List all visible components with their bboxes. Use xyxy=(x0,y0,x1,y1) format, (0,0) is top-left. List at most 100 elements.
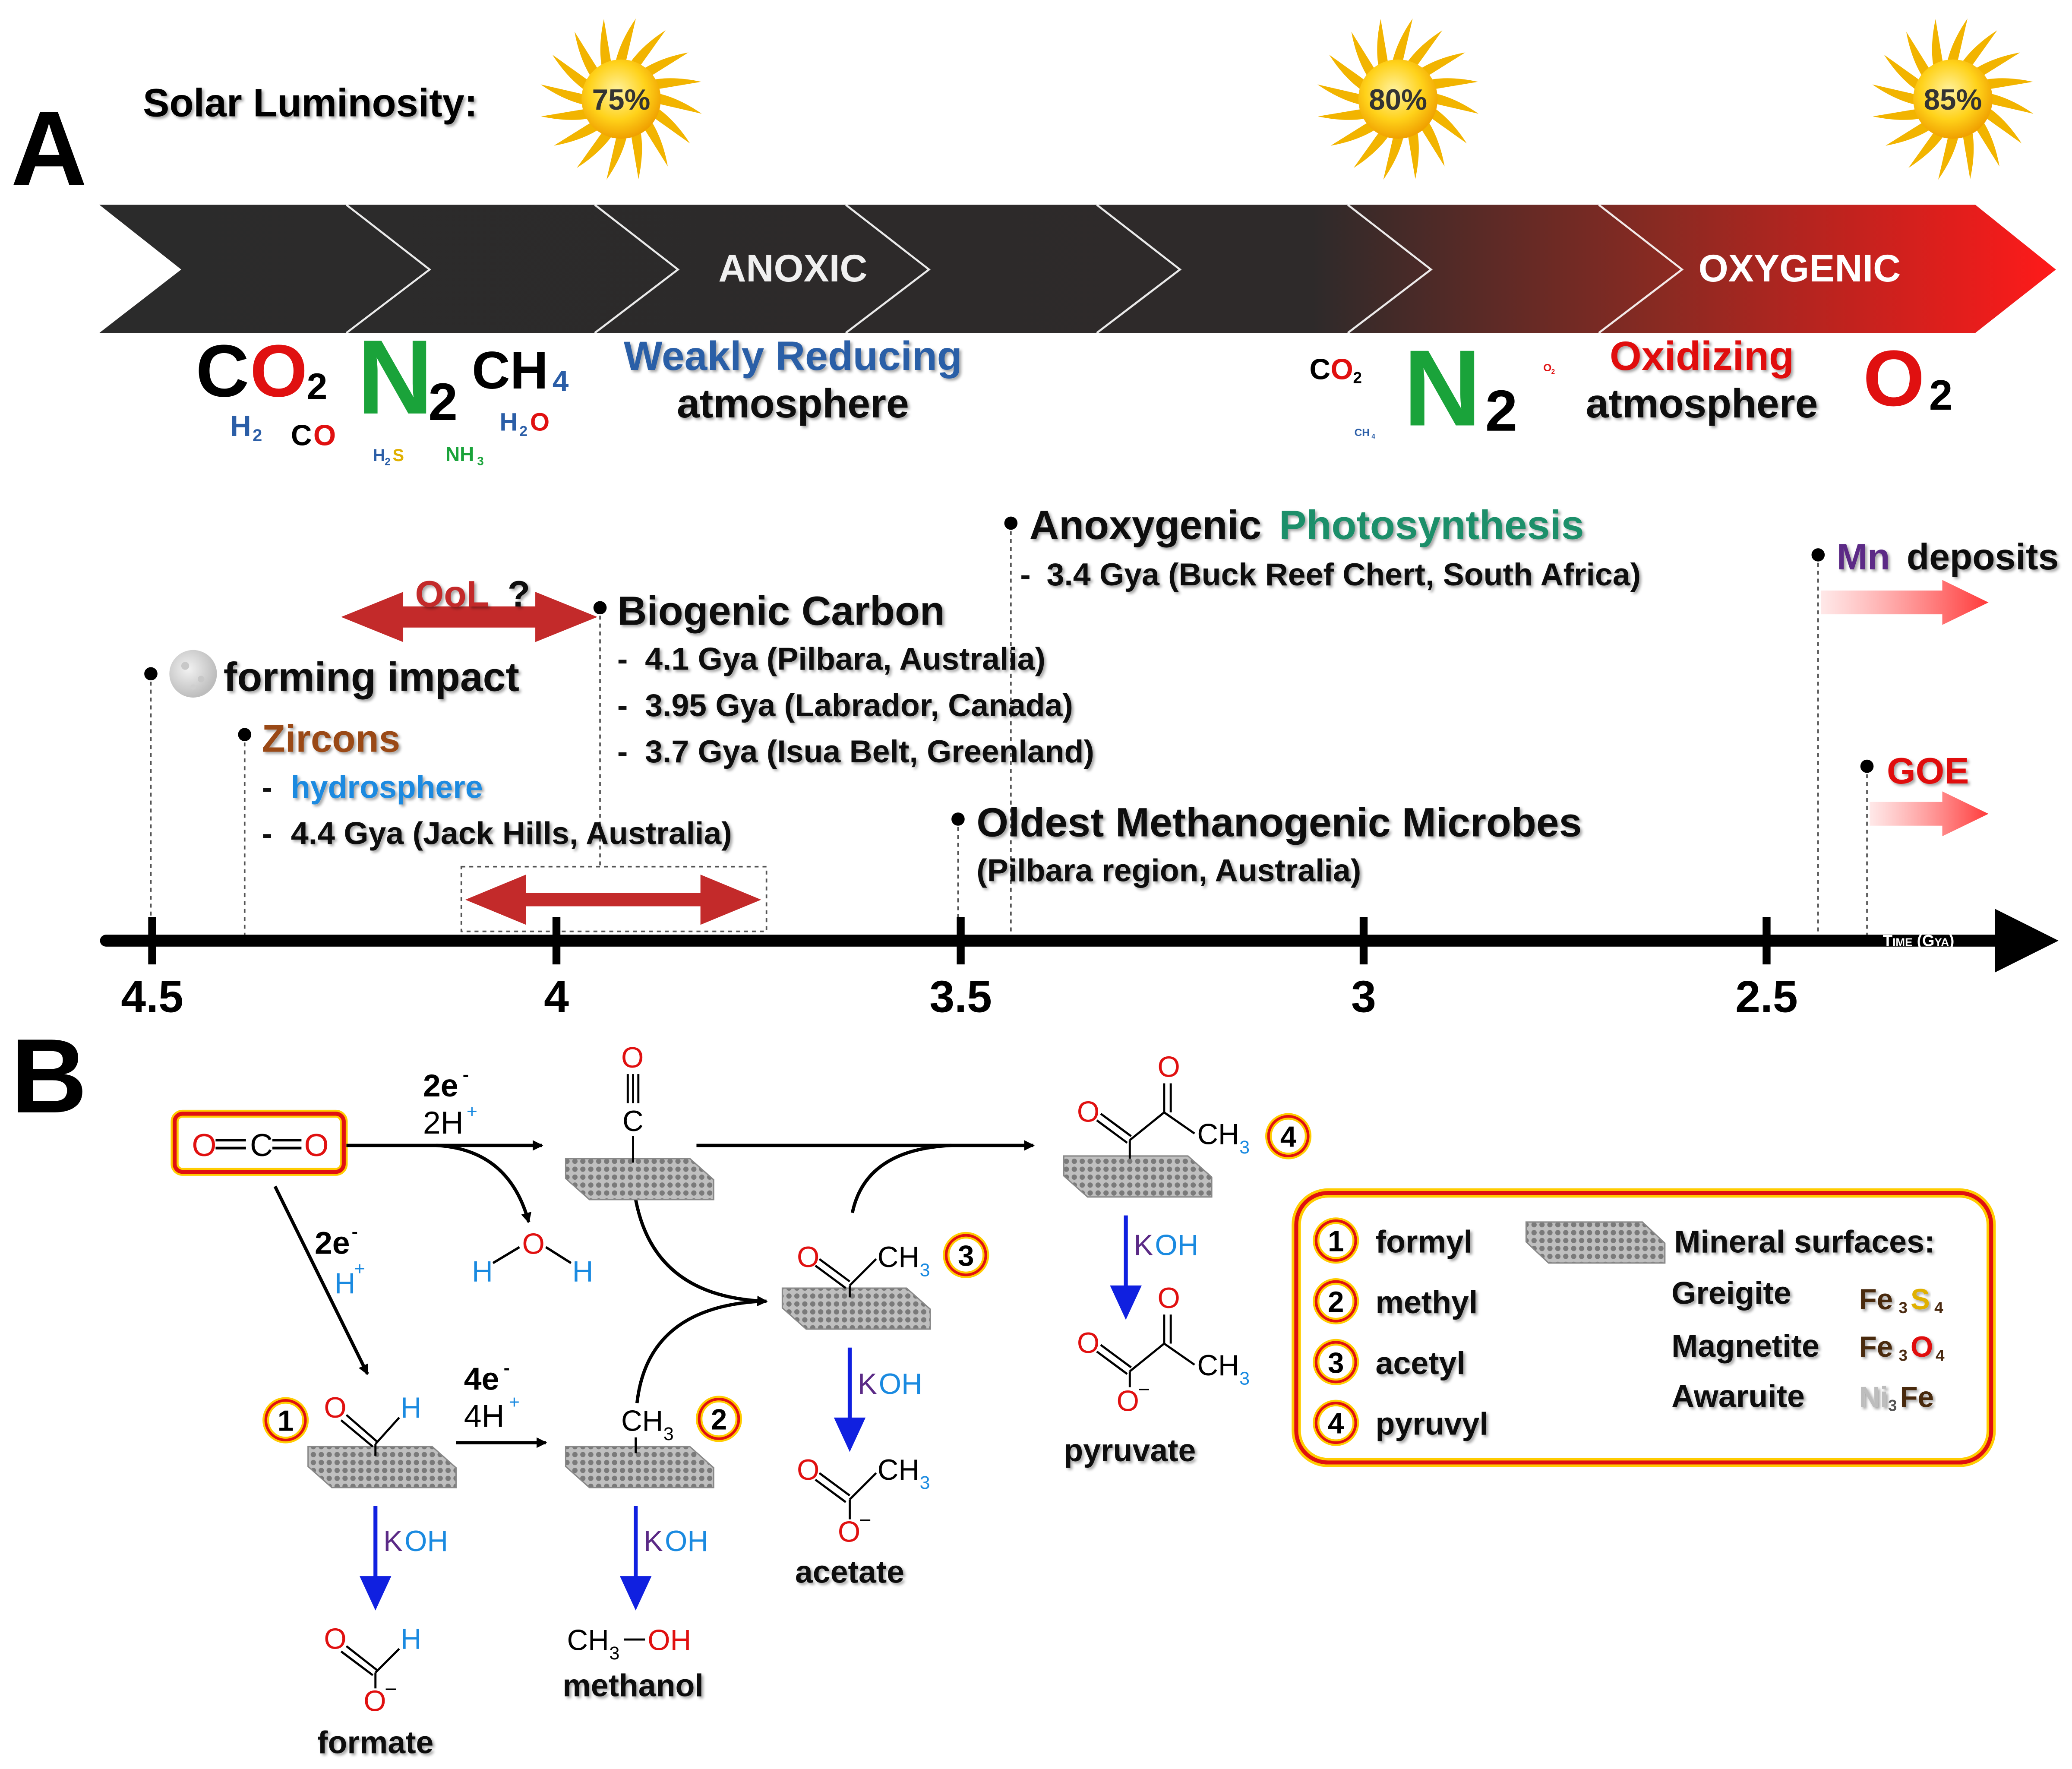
mineral-surface-acetyl xyxy=(781,1287,931,1330)
pyruvyl-sub: 3 xyxy=(1239,1137,1250,1158)
sun-ray xyxy=(645,123,668,167)
methanol-label: methanol xyxy=(562,1668,703,1703)
sun-ray xyxy=(1422,123,1445,167)
sun-ray xyxy=(1432,109,1467,144)
reagent-2e-b: 2e xyxy=(315,1225,350,1260)
sun-ray xyxy=(1977,52,2021,75)
sun-ray xyxy=(575,32,597,75)
pyruvate-ch: CH xyxy=(1197,1349,1239,1382)
methyl-sub: 3 xyxy=(663,1424,674,1444)
methanol-ch: CH xyxy=(567,1624,609,1657)
legend-acetyl: acetyl xyxy=(1376,1346,1466,1381)
biogenic-title: Biogenic Carbon xyxy=(617,588,945,634)
nh3-nh: NH xyxy=(445,443,474,465)
moon-icon xyxy=(169,650,217,698)
event-dots xyxy=(144,516,1874,826)
event-guide-lines xyxy=(150,523,1868,941)
awaruite-n1: 3 xyxy=(1888,1397,1897,1415)
ool-double-arrow xyxy=(341,592,597,642)
acetyl-ch: CH xyxy=(878,1241,919,1273)
goe-arrow xyxy=(1870,791,1989,837)
weakly-reducing-line1: Weakly Reducing xyxy=(624,333,962,379)
sun-ray xyxy=(552,54,587,89)
sun-ray xyxy=(1432,78,1478,89)
sun-ray xyxy=(655,78,701,89)
late-o2-sub: 2 xyxy=(1929,371,1952,419)
sun-icon-85: 85% xyxy=(1872,18,2034,180)
anoxic-label: ANOXIC xyxy=(718,247,867,290)
legend-badges xyxy=(1313,1217,1359,1446)
sun-ray xyxy=(1317,84,1359,104)
acetate-label: acetate xyxy=(795,1554,904,1589)
late-n2-n: N xyxy=(1403,328,1481,449)
badge-4: 4 xyxy=(1265,1113,1312,1159)
forming-impact-label: forming impact xyxy=(224,654,519,700)
zircons-line1: hydrosphere xyxy=(291,770,483,805)
atmosphere-banner: ANOXIC OXYGENIC xyxy=(99,204,2056,334)
sun-ray xyxy=(540,84,582,104)
sun-ray xyxy=(1383,138,1403,180)
pyruvate-o1: O xyxy=(1077,1327,1099,1359)
legend-formyl: formyl xyxy=(1376,1224,1472,1259)
formate-structure: O H O − xyxy=(324,1623,421,1717)
zircons-dash-2: - xyxy=(262,816,272,851)
zircons-dash-1: - xyxy=(262,770,272,805)
goe-title: GOE xyxy=(1887,750,1969,792)
anoxygenic-title-a: Anoxygenic xyxy=(1030,502,1262,548)
sun-ray xyxy=(1963,30,1997,65)
pyruvate-structure: O O CH 3 O − xyxy=(1077,1282,1250,1418)
reagent-2h-plus: + xyxy=(467,1101,477,1122)
legend-awaruite: Awaruite xyxy=(1671,1378,1805,1414)
koh-2-k: K xyxy=(644,1525,663,1557)
sun-ray xyxy=(1329,54,1364,89)
sun-ray xyxy=(577,133,611,168)
greigite-s: S xyxy=(1911,1283,1930,1316)
legend-methyl: methyl xyxy=(1376,1285,1478,1320)
co2-o2: O xyxy=(304,1128,328,1163)
pyruvyl-o2: O xyxy=(1158,1051,1180,1083)
biogenic-item-2: 3.95 Gya (Labrador, Canada) xyxy=(645,688,1073,723)
badge-2-number: 2 xyxy=(711,1403,727,1436)
surface-co: O C xyxy=(621,1042,644,1163)
legend-num-3: 3 xyxy=(1328,1347,1344,1379)
co-c: C xyxy=(291,419,312,452)
biogenic-range-arrow xyxy=(465,875,761,925)
legend-minerals-title: Mineral surfaces: xyxy=(1674,1224,1935,1259)
h2o-sub: 2 xyxy=(519,423,527,439)
h2s-sub: 2 xyxy=(385,456,391,468)
co2-sub: 2 xyxy=(307,366,328,407)
legend-mineral-icon xyxy=(1525,1221,1666,1264)
koh-1-oh: OH xyxy=(404,1525,448,1557)
biogenic-item-3: 3.7 Gya (Isua Belt, Greenland) xyxy=(645,734,1094,769)
acetyl-sub: 3 xyxy=(920,1260,930,1280)
pyruvyl-ch: CH xyxy=(1197,1118,1239,1150)
sun-icon-75: 75% xyxy=(540,18,702,180)
methanol-structure: CH 3 OH xyxy=(567,1624,692,1664)
biogenic-dash-2: - xyxy=(617,688,628,723)
sun-ray xyxy=(1873,109,1919,120)
legend-magnetite: Magnetite xyxy=(1671,1328,1819,1364)
co-o-atom: O xyxy=(621,1042,644,1074)
mn-arrow xyxy=(1820,580,1989,625)
weakly-reducing-line2: atmosphere xyxy=(677,381,909,426)
greigite-n2: 4 xyxy=(1934,1299,1943,1317)
magnetite-n1: 3 xyxy=(1899,1346,1908,1364)
co2-o: O xyxy=(250,330,307,412)
mineral-surface-co xyxy=(565,1158,714,1200)
sun-ray xyxy=(1393,18,1413,60)
late-ch4-sub: 4 xyxy=(1371,433,1375,440)
h2s-h: H xyxy=(373,446,385,465)
mineral-surface-pyruvyl xyxy=(1063,1155,1213,1198)
oxidizing-line1: Oxidizing xyxy=(1610,333,1794,379)
methyl-ch: CH xyxy=(621,1405,663,1437)
sun-ray xyxy=(645,52,689,75)
n2-n: N xyxy=(357,318,433,436)
reagent-4h-plus: + xyxy=(509,1392,520,1412)
koh-arrows xyxy=(360,1215,1142,1611)
nh3-sub: 3 xyxy=(477,454,483,468)
sun-75-label: 75% xyxy=(592,84,651,116)
reagent-4h: 4H xyxy=(464,1398,505,1434)
acetate-sub: 3 xyxy=(920,1472,930,1493)
koh-2-oh: OH xyxy=(665,1525,708,1557)
